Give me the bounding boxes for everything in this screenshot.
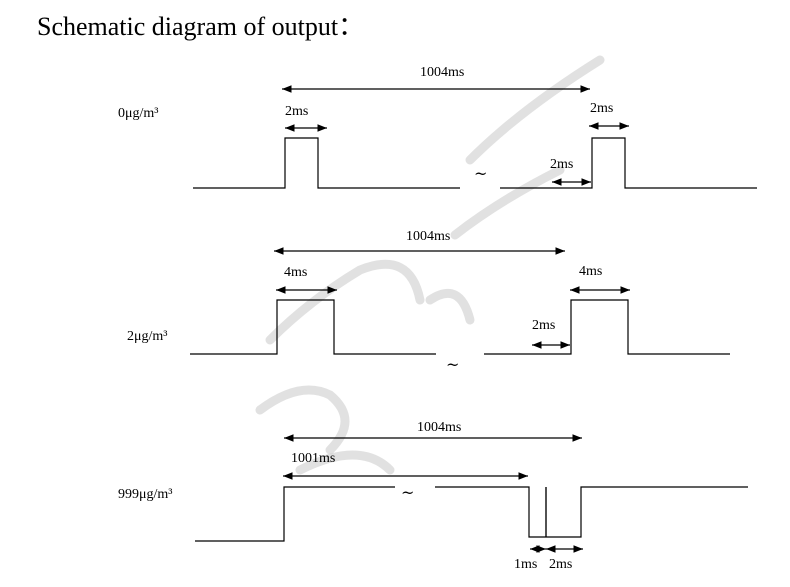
row-999ug-high-duration-label: 1001ms bbox=[291, 451, 335, 466]
row-2ug-signal: 2μg/m³ 1004ms 4ms 4ms 2ms ~ bbox=[127, 229, 730, 374]
row-0ug-gap-label: 2ms bbox=[550, 157, 573, 172]
row-2ug-first-pulse-label: 4ms bbox=[284, 265, 307, 280]
row-0ug-period-label: 1004ms bbox=[420, 65, 464, 80]
row-0ug-second-pulse-label: 2ms bbox=[590, 101, 613, 116]
row-0ug-break-symbol: ~ bbox=[474, 164, 487, 183]
row-2ug-waveform-b bbox=[484, 299, 730, 355]
row-2ug-break-symbol: ~ bbox=[446, 355, 459, 374]
row-0ug-signal: 0μg/m³ 1004ms 2ms 2ms 2ms ~ bbox=[118, 65, 757, 189]
row-999ug-label: 999μg/m³ bbox=[118, 487, 172, 502]
row-2ug-second-pulse-label: 4ms bbox=[579, 264, 602, 279]
row-999ug-period-label: 1004ms bbox=[417, 420, 461, 435]
row-2ug-period-label: 1004ms bbox=[406, 229, 450, 244]
row-2ug-waveform-a bbox=[190, 299, 436, 355]
row-0ug-label: 0μg/m³ bbox=[118, 106, 158, 121]
diagram-title: Schematic diagram of output： bbox=[37, 12, 365, 41]
row-999ug-waveform-b bbox=[435, 486, 748, 538]
row-999ug-signal: 999μg/m³ 1004ms 1001ms ~ 1ms 2ms bbox=[118, 420, 748, 572]
row-0ug-waveform-b bbox=[500, 137, 757, 189]
row-999ug-break-symbol: ~ bbox=[401, 483, 414, 502]
row-999ug-low-a-label: 1ms bbox=[514, 557, 537, 572]
row-0ug-waveform-a bbox=[193, 137, 460, 189]
row-999ug-low-b-label: 2ms bbox=[549, 557, 572, 572]
row-999ug-waveform-a bbox=[195, 486, 395, 542]
row-2ug-label: 2μg/m³ bbox=[127, 329, 167, 344]
row-0ug-first-pulse-label: 2ms bbox=[285, 104, 308, 119]
watermark bbox=[255, 55, 605, 475]
row-2ug-gap-label: 2ms bbox=[532, 318, 555, 333]
